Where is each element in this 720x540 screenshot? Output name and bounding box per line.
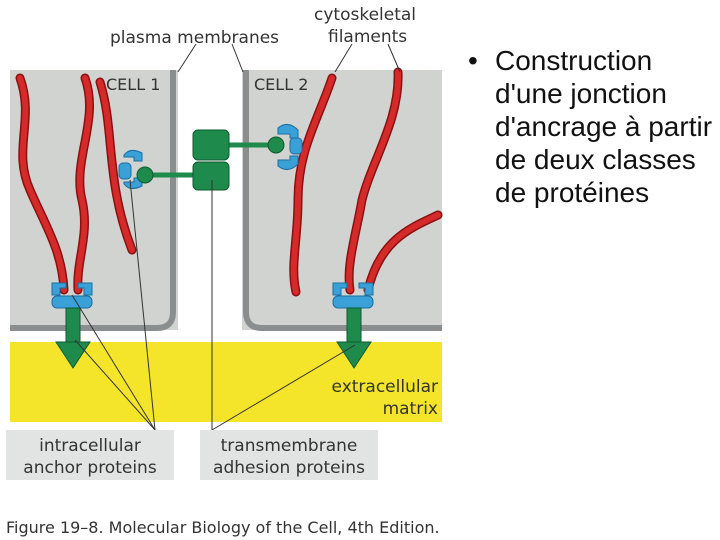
adhesion-proteins-label-line2: adhesion proteins [213,458,365,478]
cytoskeletal-filaments-cell-2 [289,67,443,297]
filament [74,75,93,293]
filament [97,79,135,253]
adhesion-proteins-label-line1: transmembrane [221,436,358,456]
bullet-text: Construction d'une jonction d'ancrage à … [495,45,713,208]
cell-2-membrane [243,70,442,331]
filament [346,69,402,293]
adhesion-protein-bottom-cell-1 [55,307,91,369]
bullet-symbol: • [468,45,478,76]
figure-caption: Figure 19–8. Molecular Biology of the Ce… [6,518,440,537]
cell-1-membrane [10,70,176,331]
anchor-protein-lateral-cell-2 [277,124,303,170]
plasma-membranes-label: plasma membranes [110,28,279,48]
cell-1-label: CELL 1 [106,75,160,94]
filament [290,75,335,295]
anchor-label-box [6,430,174,480]
leader-lines [71,43,401,431]
adhesion-protein-cell-1-to-cell-2 [136,161,230,191]
cell-1 [10,70,178,330]
adhesion-label-box [200,430,378,480]
cytoskeletal-filaments-label-line1: cytoskeletal [314,5,416,25]
cell-2 [242,70,442,330]
anchor-proteins-label-line1: intracellular [39,436,141,456]
adhesion-protein-bottom-cell-2 [336,307,372,369]
filament [17,75,67,293]
anchor-proteins-label-line2: anchor proteins [23,458,157,478]
anchor-protein-bottom-cell-2 [332,282,374,309]
extracellular-matrix-label-line2: matrix [383,399,438,419]
adhesion-protein-cell-2-to-cell-1 [192,129,285,161]
cell-2-label: CELL 2 [254,75,308,94]
extracellular-matrix-label-line1: extracellular [332,377,438,397]
bullet-point: • Construction d'une jonction d'ancrage … [468,44,713,209]
cytoskeletal-filaments-cell-1 [15,73,137,295]
junction-diagram: plasma membranes cytoskeletal filaments … [6,5,443,480]
filament [365,212,441,293]
cytoskeletal-filaments-label-line2: filaments [328,27,407,47]
extracellular-matrix [10,342,442,422]
